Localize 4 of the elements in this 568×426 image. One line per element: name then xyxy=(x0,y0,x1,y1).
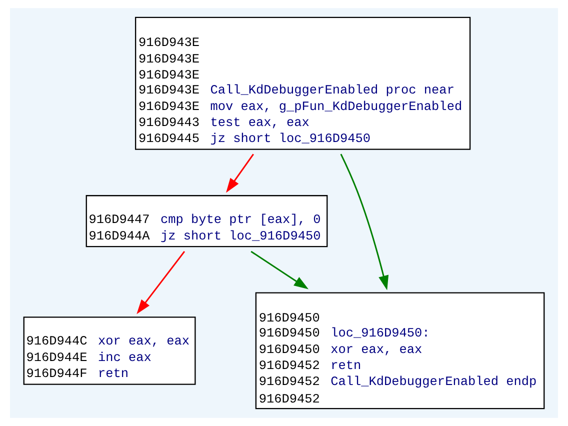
arrow xyxy=(226,154,254,193)
arrow xyxy=(136,251,186,314)
arrow xyxy=(340,154,389,290)
arrow xyxy=(250,250,309,290)
